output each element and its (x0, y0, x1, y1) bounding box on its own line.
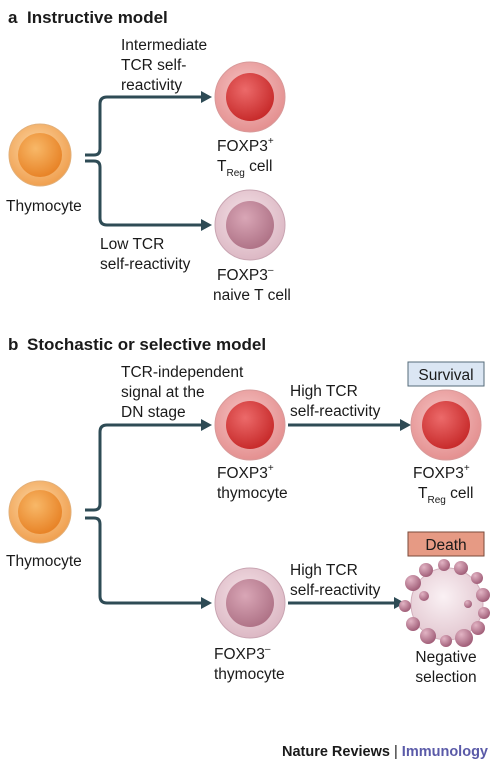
upper-arrow-label-b-1: TCR-independent (121, 364, 244, 381)
panel-b: b Stochastic or selective model Thymocyt… (6, 335, 490, 686)
lower-arrow2-label-1: High TCR (290, 562, 358, 579)
thymocyte-label-b: Thymocyte (6, 553, 82, 570)
naive-cell-icon (214, 189, 286, 261)
upper-arrow-line (85, 95, 202, 157)
thymocyte-cell-icon (8, 123, 72, 187)
panel-a-title: Instructive model (27, 8, 168, 27)
lower-arrow2-head-icon (394, 597, 405, 609)
thymocyte-label: Thymocyte (6, 198, 82, 215)
naive-label-line2: naive T cell (213, 287, 291, 304)
foxp3-neg-label-1: FOXP3– (214, 644, 271, 663)
treg-b-label-line2: TReg cell (418, 485, 473, 506)
survival-label: Survival (418, 367, 473, 384)
upper-arrow-label-2: TCR self- (121, 57, 186, 74)
upper-arrow-head-icon-b (201, 419, 212, 431)
upper-arrow-label-3: reactivity (121, 77, 182, 94)
treg-label-line1: FOXP3+ (217, 136, 274, 155)
treg-cell-icon (214, 61, 286, 133)
treg-cell-icon-b (410, 389, 482, 461)
upper-arrow-line-b (85, 423, 202, 512)
lower-arrow-label-1: Low TCR (100, 236, 164, 253)
thymocyte-cell-icon-b (8, 480, 72, 544)
upper-arrow2-head-icon (400, 419, 411, 431)
naive-label-line1: FOXP3– (217, 265, 274, 284)
panel-a-letter: a (8, 8, 18, 27)
panel-b-title: Stochastic or selective model (27, 335, 266, 354)
panel-a: a Instructive model Thymocyte Intermedia… (6, 8, 291, 304)
lower-arrow-head-icon (201, 219, 212, 231)
foxp3-pos-label-2: thymocyte (217, 485, 288, 502)
lower-arrow-label-2: self-reactivity (100, 256, 191, 273)
negative-label-1: Negative (415, 649, 476, 666)
footer-text: Nature Reviews | Immunology (282, 744, 488, 760)
upper-arrow2-label-1: High TCR (290, 383, 358, 400)
treg-b-label-line1: FOXP3+ (413, 463, 470, 482)
death-box (407, 531, 485, 557)
lower-arrow-line (85, 159, 202, 227)
foxp3-neg-thymocyte-icon (214, 567, 286, 639)
foxp3-neg-label-2: thymocyte (214, 666, 285, 683)
upper-arrow2-label-2: self-reactivity (290, 403, 381, 420)
upper-arrow-label-b-3: DN stage (121, 404, 186, 421)
upper-arrow-label-1: Intermediate (121, 37, 207, 54)
lower-arrow2-label-2: self-reactivity (290, 582, 381, 599)
upper-arrow-label-b-2: signal at the (121, 384, 205, 401)
foxp3-pos-thymocyte-icon (214, 389, 286, 461)
survival-box (407, 361, 485, 387)
panel-b-letter: b (8, 335, 18, 354)
upper-arrow-head-icon (201, 91, 212, 103)
lower-arrow-head-icon-b (201, 597, 212, 609)
foxp3-pos-label-1: FOXP3+ (217, 463, 274, 482)
lower-arrow-line-b (85, 516, 202, 605)
footer-credit: Nature Reviews | Immunology (282, 744, 488, 760)
apoptotic-cell-icon (399, 559, 490, 647)
treg-label-line2: TReg cell (217, 158, 272, 179)
death-label: Death (425, 537, 466, 554)
negative-label-2: selection (415, 669, 476, 686)
